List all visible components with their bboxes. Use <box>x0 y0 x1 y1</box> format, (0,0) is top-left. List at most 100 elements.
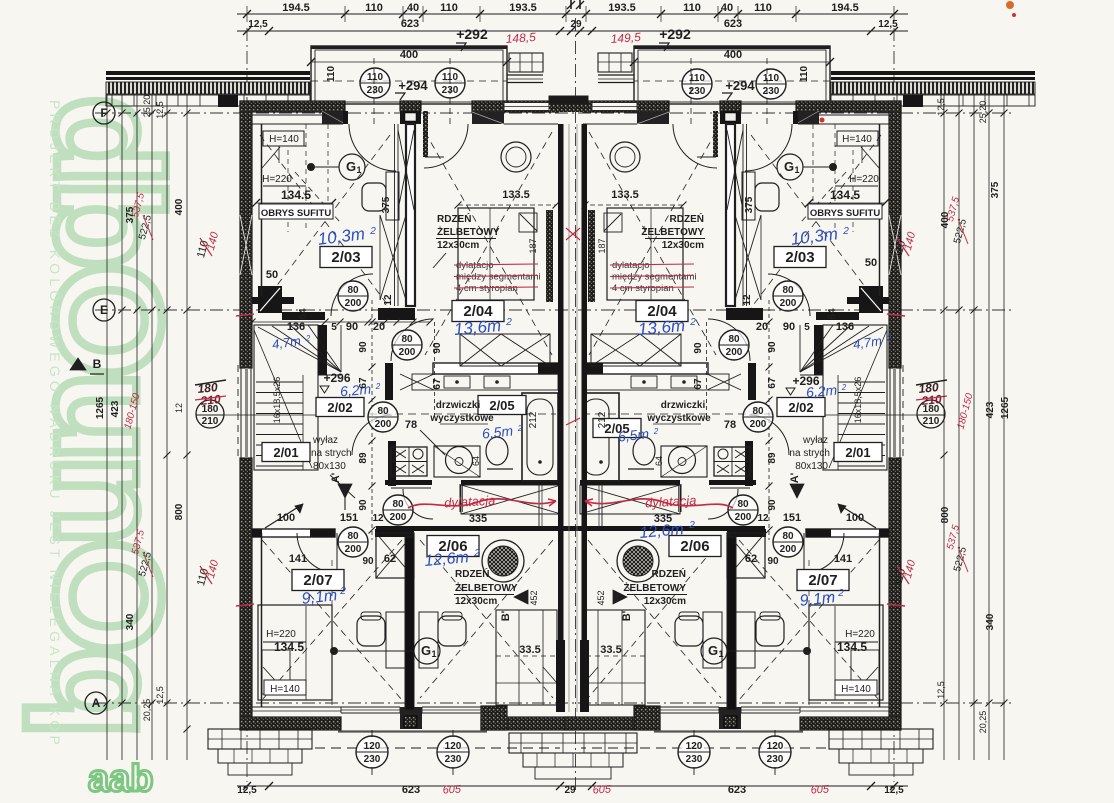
svg-text:148,5: 148,5 <box>505 30 536 46</box>
svg-text:RDZEŃ: RDZEŃ <box>670 212 704 225</box>
svg-text:151: 151 <box>783 512 801 524</box>
svg-text:134.5: 134.5 <box>830 188 860 202</box>
svg-text:605: 605 <box>810 783 830 796</box>
svg-text:12: 12 <box>383 294 394 306</box>
svg-text:H=220: H=220 <box>845 629 875 640</box>
svg-text:375: 375 <box>744 196 755 213</box>
svg-text:2: 2 <box>688 520 695 531</box>
svg-text:230: 230 <box>686 754 703 765</box>
svg-text:2/06: 2/06 <box>680 538 709 555</box>
svg-text:110: 110 <box>799 65 810 82</box>
svg-text:dylatacja: dylatacja <box>645 493 697 511</box>
svg-text:134.5: 134.5 <box>281 188 311 202</box>
svg-text:12,5: 12,5 <box>155 686 165 704</box>
svg-text:12,5: 12,5 <box>248 19 268 30</box>
svg-text:193.5: 193.5 <box>608 2 636 14</box>
svg-text:2/06: 2/06 <box>438 538 467 555</box>
svg-text:wyłaz: wyłaz <box>802 435 828 446</box>
svg-text:H=220: H=220 <box>262 174 292 185</box>
svg-text:230: 230 <box>763 86 780 97</box>
svg-text:33.5: 33.5 <box>519 644 540 656</box>
svg-text:90: 90 <box>767 499 778 511</box>
svg-text:drzwiczki: drzwiczki <box>436 400 481 411</box>
svg-text:1265: 1265 <box>1000 396 1011 419</box>
svg-text:+292: +292 <box>456 26 488 42</box>
svg-text:80x130: 80x130 <box>313 461 346 472</box>
svg-text:H=140: H=140 <box>841 684 871 695</box>
svg-text:90: 90 <box>767 341 778 353</box>
svg-text:+294: +294 <box>725 78 755 93</box>
svg-text:80: 80 <box>377 406 389 417</box>
svg-text:623: 623 <box>724 18 742 30</box>
svg-text:80x130: 80x130 <box>795 461 828 472</box>
svg-text:452: 452 <box>529 590 539 605</box>
svg-text:375: 375 <box>381 196 392 213</box>
svg-text:2: 2 <box>837 588 844 599</box>
svg-text:800: 800 <box>174 503 185 520</box>
svg-text:120: 120 <box>364 741 381 752</box>
svg-text:230: 230 <box>364 754 381 765</box>
svg-text:wyczystkowe: wyczystkowe <box>646 413 711 424</box>
svg-text:12,6m: 12,6m <box>639 521 685 542</box>
svg-text:12x30cm: 12x30cm <box>644 596 686 607</box>
svg-text:12,5: 12,5 <box>884 785 904 796</box>
svg-text:80: 80 <box>392 499 404 510</box>
svg-text:50: 50 <box>266 269 278 281</box>
svg-text:78: 78 <box>405 419 417 431</box>
svg-text:ŻELBETOWY: ŻELBETOWY <box>641 225 704 238</box>
svg-text:2: 2 <box>842 226 849 237</box>
svg-text:400: 400 <box>400 49 418 61</box>
svg-text:64: 64 <box>827 308 838 320</box>
svg-text:62: 62 <box>745 553 757 565</box>
svg-text:452: 452 <box>596 590 606 605</box>
svg-text:2/04: 2/04 <box>647 303 677 320</box>
svg-text:200: 200 <box>780 298 797 309</box>
svg-text:drzwiczki: drzwiczki <box>661 400 706 411</box>
svg-text:16x18,5x26: 16x18,5x26 <box>272 377 282 424</box>
svg-text:110: 110 <box>195 239 211 259</box>
svg-text:2: 2 <box>517 424 523 433</box>
svg-text:210: 210 <box>199 392 222 408</box>
svg-text:623: 623 <box>401 18 419 30</box>
svg-text:9,1m: 9,1m <box>301 587 338 608</box>
svg-text:80: 80 <box>737 499 749 510</box>
svg-text:+296: +296 <box>323 371 350 385</box>
svg-text:1265: 1265 <box>95 396 106 419</box>
svg-text:12: 12 <box>742 294 753 306</box>
svg-text:80: 80 <box>782 531 794 542</box>
svg-text:134.5: 134.5 <box>837 640 867 654</box>
svg-text:wyczystkowe: wyczystkowe <box>429 413 494 424</box>
svg-text:80: 80 <box>401 334 413 345</box>
svg-text:na strych: na strych <box>789 448 830 459</box>
svg-text:230: 230 <box>689 86 706 97</box>
svg-text:2/01: 2/01 <box>273 445 298 460</box>
svg-text:12,5: 12,5 <box>936 98 946 116</box>
svg-text:1: 1 <box>356 165 361 175</box>
svg-text:90: 90 <box>346 321 358 333</box>
svg-text:100: 100 <box>277 512 295 524</box>
svg-text:110: 110 <box>195 567 211 587</box>
svg-text:12,5: 12,5 <box>237 785 257 796</box>
svg-text:29: 29 <box>564 785 576 796</box>
svg-text:423: 423 <box>110 400 121 417</box>
svg-text:12: 12 <box>174 403 184 413</box>
svg-text:2: 2 <box>653 427 659 436</box>
svg-text:G: G <box>708 643 718 658</box>
svg-text:90: 90 <box>767 556 779 567</box>
svg-text:375: 375 <box>990 181 1001 198</box>
svg-text:1: 1 <box>431 649 436 659</box>
svg-text:2/03: 2/03 <box>785 249 814 266</box>
svg-text:140: 140 <box>902 558 919 580</box>
svg-text:2/07: 2/07 <box>808 572 837 589</box>
svg-text:335: 335 <box>654 513 672 525</box>
svg-text:12x30cm: 12x30cm <box>437 240 479 251</box>
svg-text:2: 2 <box>689 317 696 328</box>
svg-text:89: 89 <box>767 452 778 464</box>
svg-text:89: 89 <box>358 452 369 464</box>
svg-text:20: 20 <box>756 321 768 333</box>
svg-text:H=140: H=140 <box>269 134 299 145</box>
svg-text:194.5: 194.5 <box>831 2 859 14</box>
svg-text:między segmentami: między segmentami <box>456 272 540 283</box>
svg-text:64: 64 <box>654 456 664 466</box>
svg-text:G: G <box>346 159 356 174</box>
